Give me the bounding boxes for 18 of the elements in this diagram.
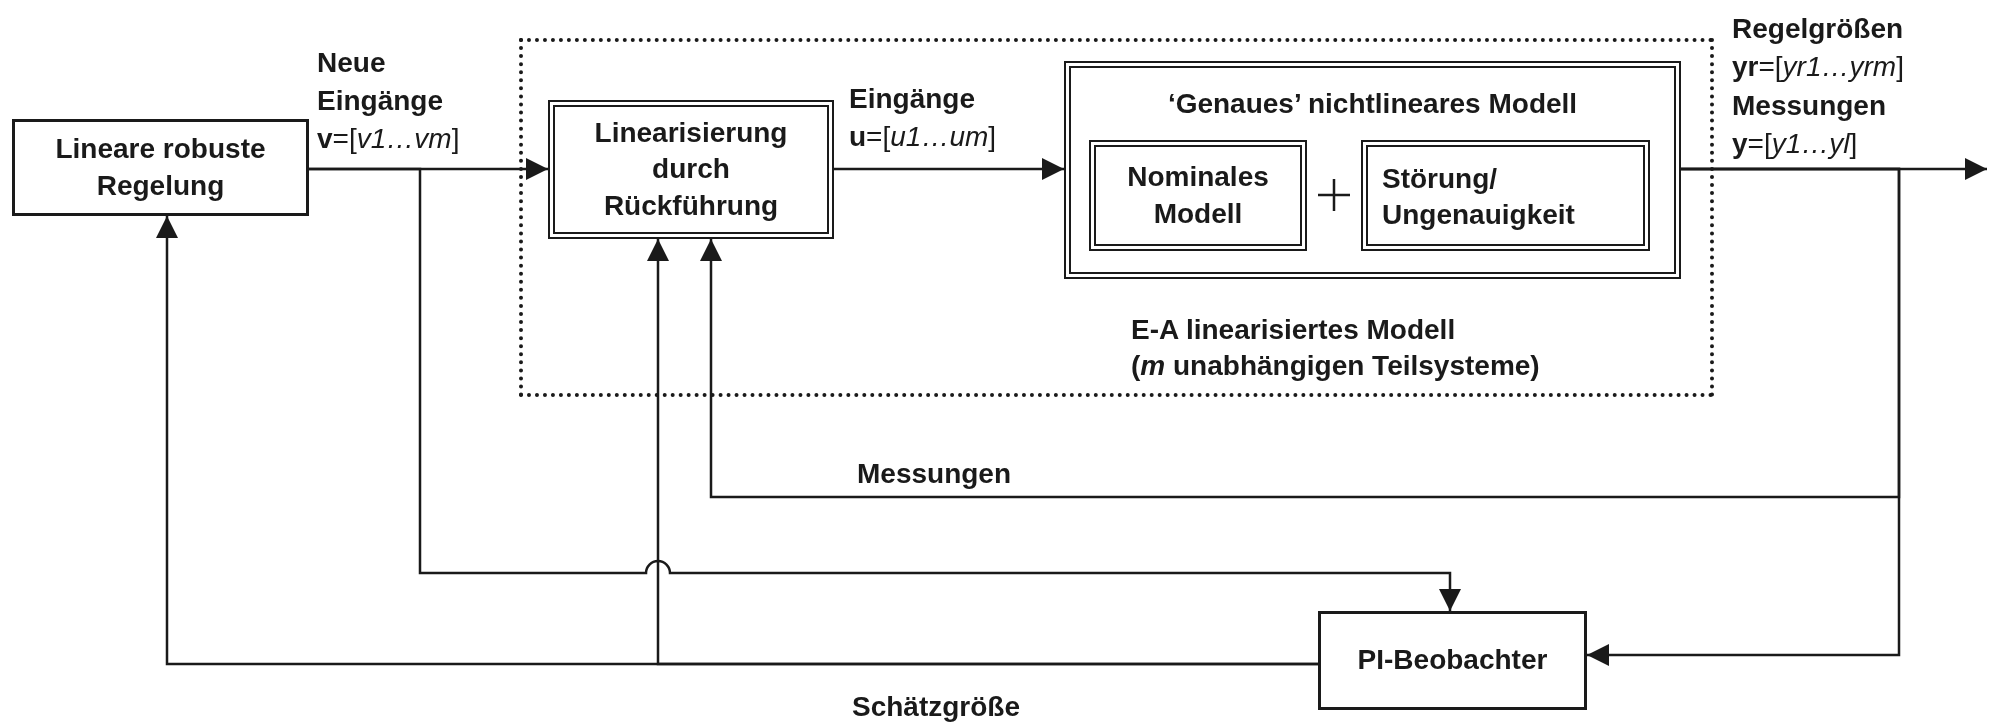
- block-box: [12, 119, 309, 216]
- block-label: (m unabhängigen Teilsysteme): [1131, 349, 1540, 384]
- block-box: [1361, 140, 1650, 251]
- block-label: Störung/ Ungenauigkeit: [1382, 162, 1576, 233]
- connector-arrow: [647, 239, 1318, 666]
- block-label: ‘Genaues’ nichtlineares Modell: [1166, 87, 1579, 121]
- block-label: Linearisierung durch Rückführung: [593, 115, 789, 223]
- block-box: [1064, 61, 1681, 279]
- block-label: E-A linearisiertes Modell: [1131, 313, 1456, 347]
- block-label: Nominales Modell: [1126, 160, 1270, 231]
- block-box: [1089, 140, 1307, 251]
- connector-arrow: [834, 158, 1064, 180]
- connector-arrow: [700, 167, 1901, 499]
- block-label: Lineare robuste Regelung: [54, 132, 267, 203]
- connector-arrow: [309, 167, 1461, 611]
- block-box: [1318, 611, 1587, 710]
- block-box: [548, 100, 834, 239]
- block-label: PI-Beobachter: [1357, 643, 1548, 678]
